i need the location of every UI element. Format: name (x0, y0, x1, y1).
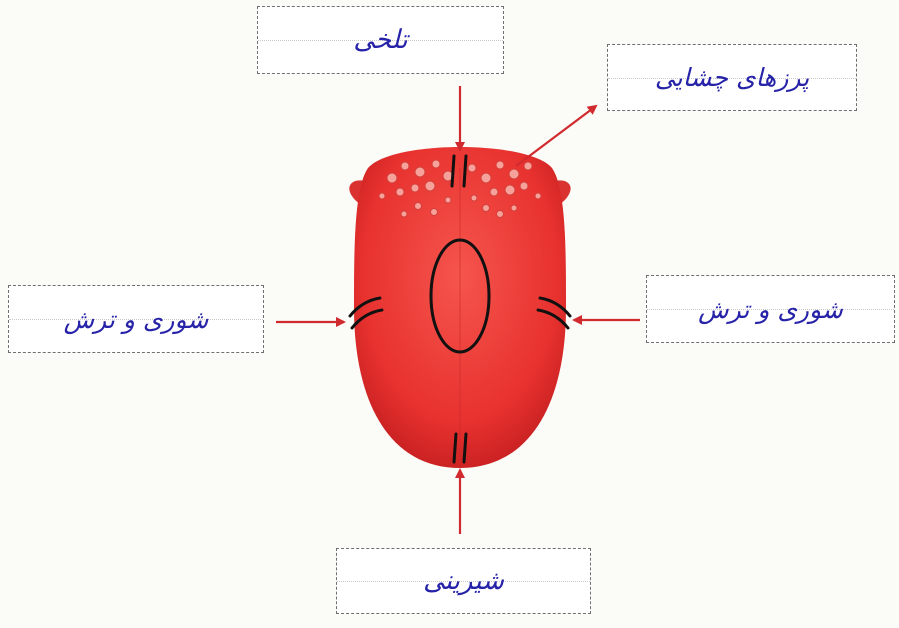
arrow-top-right (516, 106, 596, 166)
label-right-salty-sour: شوری و ترش (647, 276, 894, 342)
label-taste-buds: پرزهای چشایی (608, 45, 856, 110)
label-box-bitter[interactable]: تلخی (257, 6, 504, 74)
label-box-left-salty-sour[interactable]: شوری و ترش (8, 285, 264, 353)
label-bitter: تلخی (258, 7, 503, 73)
label-box-sweet[interactable]: شیرینی (336, 548, 591, 614)
label-left-salty-sour: شوری و ترش (9, 286, 263, 352)
label-box-taste-buds[interactable]: پرزهای چشایی (607, 44, 857, 111)
label-box-right-salty-sour[interactable]: شوری و ترش (646, 275, 895, 343)
label-sweet: شیرینی (337, 549, 590, 613)
